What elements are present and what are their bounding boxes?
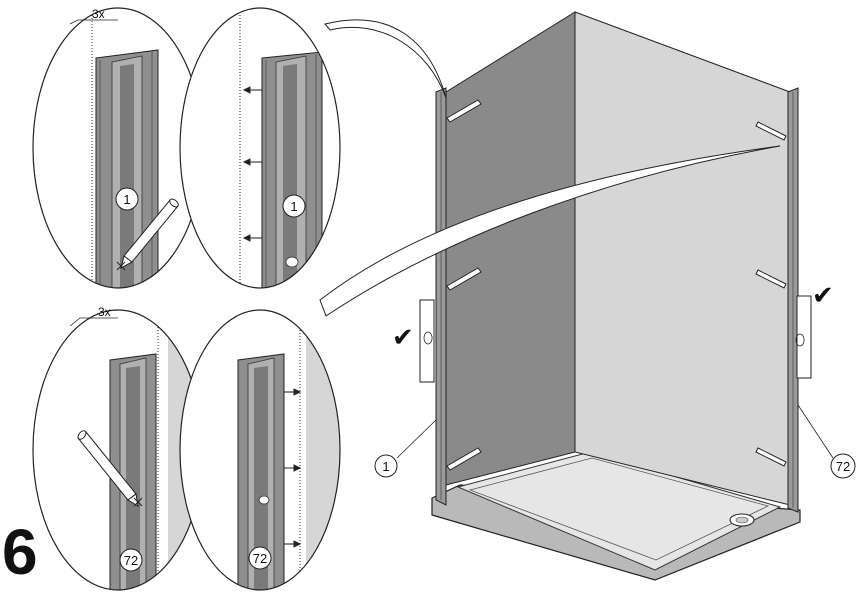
- svg-text:1: 1: [123, 192, 130, 207]
- shower-enclosure: ✔ ✔: [392, 11, 834, 581]
- detail-drilled-left-profile: 1: [179, 7, 341, 289]
- wall-profile-left: [435, 87, 447, 506]
- check-icon: ✔: [392, 322, 414, 352]
- svg-text:3x: 3x: [98, 305, 111, 319]
- detail-drilled-right-profile: 72: [179, 309, 341, 591]
- clamp-left: [419, 299, 435, 383]
- svg-text:1: 1: [382, 459, 389, 474]
- callout-leaders: [319, 19, 781, 317]
- repeat-label-bottom: 3x: [69, 305, 118, 327]
- svg-text:72: 72: [836, 459, 850, 474]
- check-icon: ✔: [812, 280, 834, 310]
- step-number: 6: [2, 516, 38, 588]
- arrow-icon: [242, 86, 262, 242]
- hole-icon: [258, 495, 270, 505]
- pencil-icon: [120, 198, 179, 269]
- svg-text:72: 72: [124, 553, 138, 568]
- side-wall: [574, 11, 791, 506]
- mark-x-icon: [133, 497, 143, 507]
- svg-text:72: 72: [253, 551, 267, 566]
- wall-profile-right: [787, 87, 799, 513]
- detail-marking-right-profile: 72: [32, 309, 204, 591]
- detail-marking-left-profile: 1: [32, 7, 204, 289]
- part-callout-left: 1: [374, 419, 437, 478]
- arrow-icon: [284, 388, 302, 548]
- back-wall: [445, 11, 576, 486]
- wall-pegs-left: [446, 99, 482, 471]
- repeat-label-top: 3x: [69, 7, 118, 25]
- part-callout-right: 72: [797, 404, 856, 479]
- wall-pegs-right: [755, 121, 787, 467]
- svg-text:3x: 3x: [92, 7, 105, 21]
- mark-x-icon: [116, 261, 126, 271]
- svg-text:1: 1: [290, 199, 297, 214]
- pencil-icon: [77, 430, 139, 507]
- clamp-right: [795, 295, 812, 379]
- tray-top: [456, 451, 782, 571]
- hole-icon: [285, 256, 299, 268]
